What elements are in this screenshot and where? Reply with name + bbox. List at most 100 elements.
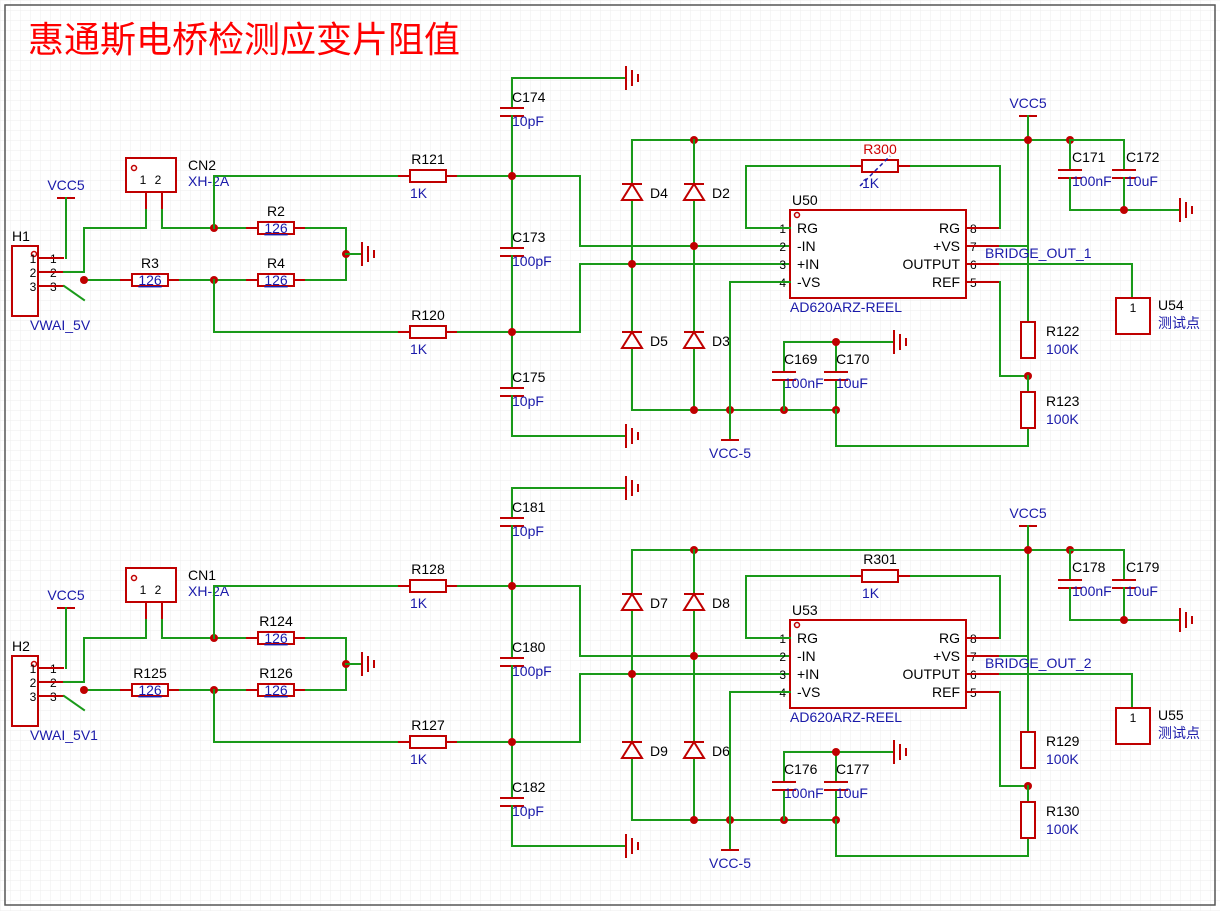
resistor-c-value: 126	[264, 272, 288, 288]
capacitor-mid-value: 100pF	[512, 663, 552, 679]
diode-2-ref: D8	[712, 595, 730, 611]
resistor-bottom-ref: R127	[411, 717, 445, 733]
vneg-label: VCC-5	[709, 445, 751, 461]
resistor-b-ref: R125	[133, 665, 167, 681]
cn-pin1-marker-icon	[130, 574, 138, 582]
resistor-gain-ref: R301	[863, 551, 897, 567]
header-pin-num: 2	[30, 266, 37, 280]
cn-ref: CN2	[188, 157, 216, 173]
capacitor-decouple-3-ref: C171	[1072, 149, 1106, 165]
capacitor-decouple-4-ref: C172	[1126, 149, 1160, 165]
wire	[745, 575, 851, 639]
cn-connector-body	[125, 567, 177, 603]
diode-4-ref: D6	[712, 743, 730, 759]
capacitor-top-value: 10pF	[512, 113, 544, 129]
vcc-right-label: VCC5	[1009, 95, 1047, 111]
junction-dot	[832, 338, 840, 346]
page-title: 惠通斯电桥检测应变片阻值	[28, 20, 460, 61]
capacitor-decouple-3-value: 100nF	[1072, 583, 1112, 599]
wire	[511, 805, 627, 847]
resistor-gain-value: 1K	[862, 175, 880, 191]
capacitor-decouple-2-ref: C170	[836, 351, 870, 367]
test-point-pin: 1	[1130, 711, 1137, 725]
resistor-b-value: 126	[138, 682, 162, 698]
header-value: VWAI_5V	[30, 317, 91, 333]
capacitor-decouple-4-value: 10uF	[1126, 583, 1158, 599]
capacitor-decouple-3-value: 100nF	[1072, 173, 1112, 189]
test-point-body	[1115, 707, 1151, 745]
opamp-pin-name: -VS	[797, 684, 820, 700]
opamp-pin-name: +IN	[797, 256, 819, 272]
opamp-pin-num: 2	[779, 650, 786, 664]
junction-dot	[690, 406, 698, 414]
wire	[213, 279, 399, 333]
resistor-top-ref: R121	[411, 151, 445, 167]
capacitor-top-ref: C181	[512, 499, 546, 515]
diode-2-body	[682, 182, 706, 201]
test-point-pin: 1	[1130, 301, 1137, 315]
diode-1-body	[620, 592, 644, 611]
capacitor-decouple-4-value: 10uF	[1126, 173, 1158, 189]
wire	[999, 691, 1029, 787]
opamp-body	[789, 619, 967, 709]
wire	[62, 284, 86, 302]
opamp-pin-name: -IN	[797, 648, 816, 664]
opamp-pin-name: RG	[797, 630, 818, 646]
wire	[631, 549, 837, 821]
header-connector-body	[11, 245, 39, 317]
wire	[213, 585, 399, 639]
opamp-pin1-marker-icon	[793, 621, 801, 629]
junction-dot	[628, 670, 636, 678]
junction-dot	[628, 260, 636, 268]
header-pin-num: 2	[30, 676, 37, 690]
junction-dot	[508, 738, 516, 746]
capacitor-top-ref: C174	[512, 89, 546, 105]
resistor-ref-lower-body	[1020, 391, 1036, 429]
diode-1-body	[620, 182, 644, 201]
resistor-a-value: 126	[264, 220, 288, 236]
wire	[457, 585, 791, 657]
opamp-pin-name: RG	[939, 220, 960, 236]
junction-dot	[1120, 206, 1128, 214]
diode-4-ref: D3	[712, 333, 730, 349]
test-point-ref: U55	[1158, 707, 1184, 723]
header-pin-num: 1	[30, 662, 37, 676]
resistor-gain-ref: R300	[863, 141, 897, 157]
adjust-arrow-icon	[859, 155, 891, 187]
wire	[1069, 549, 1125, 581]
cn-pin2: 2	[155, 173, 162, 187]
resistor-ref-upper-value: 100K	[1046, 341, 1079, 357]
resistor-ref-upper-body	[1020, 731, 1036, 769]
diode-4-body	[682, 330, 706, 349]
capacitor-decouple-2-value: 10uF	[836, 375, 868, 391]
capacitor-bottom-ref: C182	[512, 779, 546, 795]
wire	[835, 409, 1029, 447]
wire	[457, 175, 791, 247]
junction-dot	[80, 276, 88, 284]
opamp-pin-name: RG	[797, 220, 818, 236]
wire	[999, 281, 1029, 377]
junction-dot	[508, 582, 516, 590]
wire	[835, 819, 1029, 857]
junction-dot	[690, 242, 698, 250]
resistor-b-ref: R3	[141, 255, 159, 271]
capacitor-bottom-ref: C175	[512, 369, 546, 385]
wire	[511, 395, 627, 437]
capacitor-bottom-value: 10pF	[512, 393, 544, 409]
wire	[305, 637, 347, 691]
opamp-pin-num: 3	[779, 668, 786, 682]
vcc-right-label: VCC5	[1009, 505, 1047, 521]
diode-3-body	[620, 330, 644, 349]
wire	[305, 227, 347, 281]
net-label-output: BRIDGE_OUT_2	[985, 655, 1092, 671]
wire	[1069, 177, 1181, 211]
wire	[999, 263, 1133, 297]
cn-connector-body	[125, 157, 177, 193]
resistor-c-value: 126	[264, 682, 288, 698]
resistor-b-value: 126	[138, 272, 162, 288]
test-point-value: 测试点	[1158, 315, 1200, 331]
junction-dot	[832, 748, 840, 756]
header-value: VWAI_5V1	[30, 727, 98, 743]
capacitor-decouple-1-ref: C176	[784, 761, 818, 777]
capacitor-decouple-1-value: 100nF	[784, 785, 824, 801]
